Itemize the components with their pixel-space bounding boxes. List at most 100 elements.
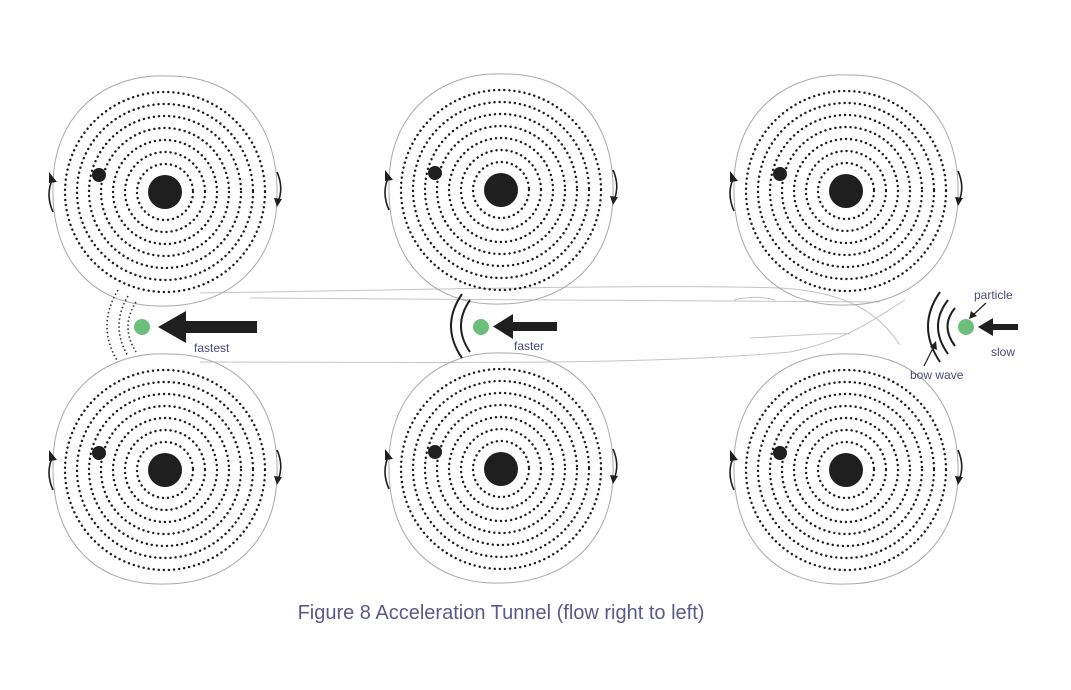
rotation-arrow-head: [955, 476, 963, 485]
orbit-ring: [435, 403, 567, 535]
orbit-ring: [816, 440, 876, 500]
orbit-ring: [816, 161, 876, 221]
rotation-arrow-icon: [48, 177, 54, 213]
orbit-ring: [411, 100, 591, 280]
particle: [958, 319, 974, 335]
vortex-boundary: [733, 74, 959, 306]
bow-wave-icon: [450, 293, 463, 359]
vortex-boundary: [52, 75, 278, 307]
orbit-ring: [435, 124, 567, 256]
vortex: [729, 353, 963, 585]
orbit-ring: [135, 162, 195, 222]
arrow-left-icon: [158, 311, 257, 343]
nucleus: [829, 174, 863, 208]
electron: [773, 167, 787, 181]
orbit-ring: [447, 136, 555, 244]
rotation-arrow-icon: [729, 455, 735, 491]
rotation-arrow-icon: [384, 454, 390, 490]
label-slow: slow: [991, 345, 1015, 359]
pointer-head: [930, 341, 937, 350]
stage-faster: faster: [450, 293, 557, 359]
nucleus: [829, 453, 863, 487]
label-bow-wave: bow wave: [910, 368, 964, 382]
vortex: [48, 75, 282, 307]
rotation-arrow-icon: [48, 455, 54, 491]
vortex-group: [48, 73, 963, 585]
tunnel-sketch-lines: [199, 286, 906, 364]
orbit-ring: [471, 439, 531, 499]
orbit-ring: [123, 150, 207, 234]
vortex-boundary: [388, 352, 614, 584]
orbit-ring: [123, 428, 207, 512]
orbit-ring: [756, 380, 936, 560]
orbit-ring: [135, 440, 195, 500]
bow-wave-icon: [927, 291, 941, 363]
stage-slow: slow particle bow wave: [910, 288, 1018, 382]
rotation-arrow-icon: [384, 175, 390, 211]
vortex: [384, 73, 618, 305]
figure-caption: Figure 8 Acceleration Tunnel (flow right…: [297, 602, 705, 624]
rotation-arrow-icon: [729, 176, 735, 212]
rotation-arrow-icon: [957, 170, 963, 202]
orbit-ring: [111, 138, 219, 246]
orbit-ring: [768, 392, 924, 548]
orbit-ring: [87, 392, 243, 548]
vortex-boundary: [388, 73, 614, 305]
particle: [473, 319, 489, 335]
nucleus: [148, 453, 182, 487]
rotation-arrow-head: [610, 196, 618, 205]
rotation-arrow-head: [385, 170, 393, 181]
vortex-boundary: [733, 353, 959, 585]
rotation-arrow-icon: [276, 449, 282, 481]
orbit-ring: [63, 90, 267, 294]
pointer-line: [923, 345, 935, 367]
stage-fastest: fastest: [106, 289, 257, 363]
pointer-head: [969, 311, 977, 319]
orbit-ring: [63, 368, 267, 572]
vortex: [384, 352, 618, 584]
orbit-ring: [99, 404, 231, 536]
orbit-ring: [99, 126, 231, 258]
bow-wave-icon: [937, 299, 949, 355]
orbit-ring: [780, 125, 912, 257]
nucleus: [484, 452, 518, 486]
rotation-arrow-icon: [957, 449, 963, 481]
rotation-arrow-head: [274, 198, 282, 207]
orbit-ring: [756, 101, 936, 281]
orbit-ring: [804, 149, 888, 233]
rotation-arrow-head: [610, 475, 618, 484]
vortex-boundary: [52, 353, 278, 585]
orbit-ring: [471, 160, 531, 220]
orbit-ring: [399, 367, 603, 571]
rotation-arrow-head: [730, 171, 738, 182]
arrow-left-icon: [978, 318, 1018, 336]
orbit-ring: [459, 148, 543, 232]
rotation-arrow-head: [385, 449, 393, 460]
orbit-ring: [447, 415, 555, 523]
rotation-arrow-head: [49, 450, 57, 461]
orbit-ring: [744, 89, 948, 293]
bow-wave-icon: [127, 301, 137, 353]
orbit-ring: [792, 137, 900, 245]
vortex: [48, 353, 282, 585]
arrow-left-icon: [493, 314, 557, 339]
electron: [92, 446, 106, 460]
label-particle: particle: [974, 288, 1013, 302]
electron: [428, 445, 442, 459]
rotation-arrow-head: [49, 172, 57, 183]
rotation-arrow-head: [730, 450, 738, 461]
rotation-arrow-icon: [276, 171, 282, 203]
bow-wave-icon: [118, 295, 129, 357]
orbit-ring: [75, 102, 255, 282]
bow-wave-icon: [106, 289, 119, 363]
orbit-ring: [423, 391, 579, 547]
orbit-ring: [423, 112, 579, 268]
orbit-ring: [87, 114, 243, 270]
orbit-ring: [792, 416, 900, 524]
orbit-ring: [768, 113, 924, 269]
vortex: [729, 74, 963, 306]
label-faster: faster: [514, 339, 544, 353]
particle: [134, 319, 150, 335]
electron: [92, 168, 106, 182]
